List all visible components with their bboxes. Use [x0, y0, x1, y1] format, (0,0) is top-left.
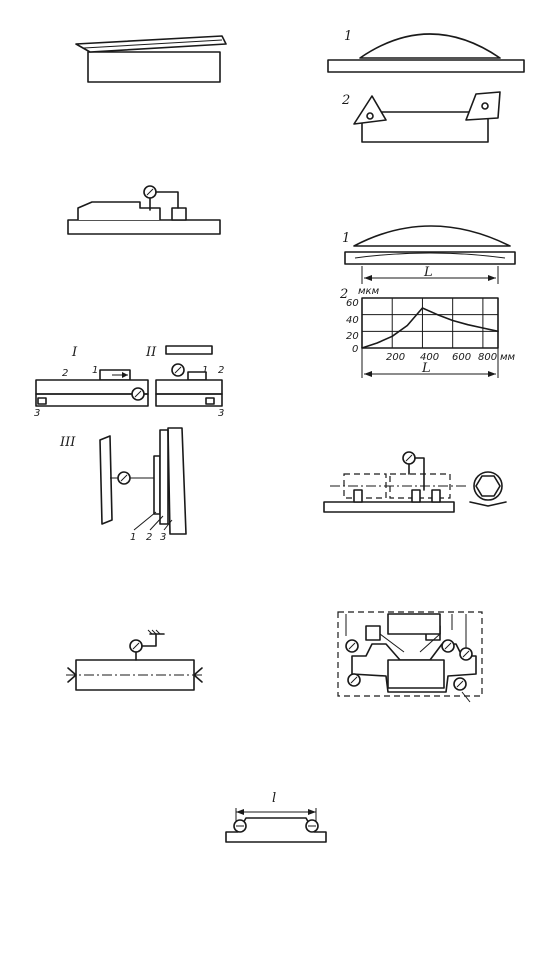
x-unit-label: мм	[500, 352, 516, 363]
chart-x-label: L	[421, 361, 431, 376]
hatched-bed	[35, 393, 149, 407]
chart-grid	[362, 298, 498, 348]
curved-plate	[359, 33, 501, 59]
straightedge	[35, 379, 149, 395]
chart-y-ticks: 60 40 20 0	[346, 298, 359, 355]
x-tick-label: 600	[452, 352, 471, 363]
hatched-left-wall	[99, 435, 113, 525]
section-circle	[473, 471, 503, 501]
chart-series-line	[361, 307, 499, 349]
triangular-prism-left	[353, 95, 387, 125]
case-II-label: II	[145, 345, 157, 360]
hatched-beam	[344, 251, 516, 265]
label-2: 2	[341, 93, 350, 108]
straightedge	[155, 379, 223, 395]
centre-point-right	[193, 667, 203, 683]
slider-left	[365, 625, 381, 641]
fig-dovetail-guide-measurement	[337, 611, 483, 703]
hatched-bed	[67, 219, 221, 235]
slide-plate	[153, 455, 161, 515]
label-1: 1	[92, 365, 98, 376]
fig-shaft-alignment	[323, 451, 507, 513]
hatched-top-bar	[165, 345, 213, 355]
width-label: l	[272, 791, 276, 806]
hatched-bed	[155, 393, 223, 407]
x-tick-label: 800	[478, 352, 497, 363]
fig-deflection-measurement: 1 L 2 мкм 60 40 20 0 200 400 600 800 мм	[339, 225, 516, 378]
label-1: 1	[342, 231, 350, 246]
gauge-block	[171, 207, 187, 221]
label-1: 1	[130, 532, 136, 543]
y-tick-label: 40	[346, 315, 359, 326]
carriage	[77, 201, 161, 220]
fig-three-measurement-cases: I II 1 2 3 1 2 3 III 1 2 3	[34, 345, 224, 543]
x-tick-label: 200	[386, 352, 405, 363]
label-3: 3	[160, 532, 166, 543]
centre-point-left	[67, 667, 77, 683]
label-2: 2	[339, 287, 348, 302]
hatched-guide	[361, 111, 489, 143]
y-tick-label: 0	[352, 344, 358, 355]
label-3: 3	[218, 408, 224, 419]
label-2: 2	[146, 532, 152, 543]
square-prism-right	[465, 91, 501, 121]
hatched-right-wall	[167, 427, 187, 535]
guide-plate	[159, 429, 169, 525]
hatched-block	[87, 51, 221, 83]
case-I-label: I	[71, 345, 78, 360]
chart-x-ticks: 200 400 600 800 мм	[386, 352, 516, 363]
base-plate	[327, 59, 525, 73]
top-carriage	[387, 613, 441, 635]
hatched-bed	[323, 501, 455, 513]
y-tick-label: 60	[346, 298, 359, 309]
fig-surface-plate-and-prisms: 1 2	[327, 29, 525, 143]
label-1: 1	[202, 365, 208, 376]
label-2: 2	[218, 365, 224, 376]
fig-straightedge-on-block	[75, 35, 227, 83]
case-III-label: III	[59, 435, 76, 450]
label-2: 2	[62, 368, 68, 379]
label-3: 3	[34, 408, 40, 419]
hatched-dovetail-body	[351, 643, 477, 693]
y-unit-label: мкм	[358, 286, 380, 297]
chart-frame	[361, 297, 499, 349]
fig-width-measurement: l	[225, 791, 327, 843]
curved-plate	[353, 225, 511, 247]
length-label: L	[423, 265, 433, 280]
dashed-frame	[337, 611, 483, 697]
fig-indicator-on-stepped-guide	[67, 185, 221, 235]
y-tick-label: 20	[346, 331, 359, 342]
x-tick-label: 400	[420, 352, 439, 363]
centre-slot	[387, 659, 445, 689]
label-1: 1	[344, 29, 352, 44]
fig-shaft-runout	[66, 629, 204, 691]
section-hexagon	[475, 475, 501, 497]
